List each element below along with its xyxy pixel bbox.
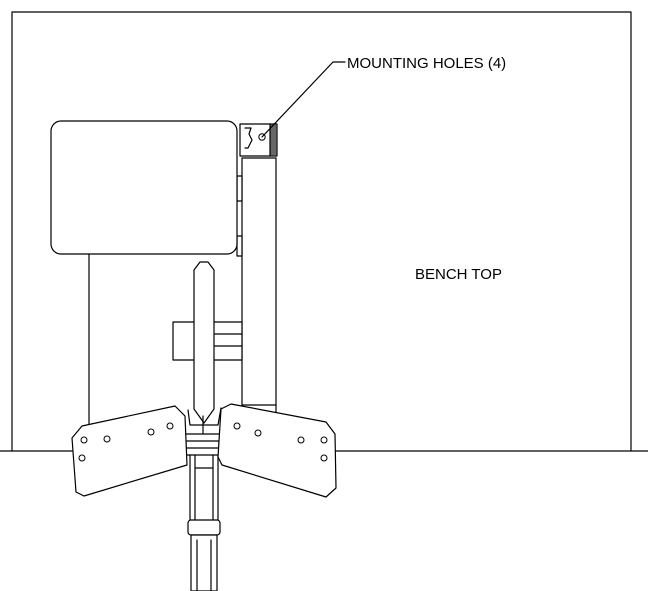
mounting-holes-label: MOUNTING HOLES (4)	[347, 55, 507, 72]
vertical-column	[88, 157, 277, 438]
right-pad	[217, 403, 337, 498]
leader-line	[261, 61, 346, 138]
vertical-roller-pad	[193, 261, 215, 424]
bench-top-outline	[0, 11, 648, 452]
lower-roller	[187, 519, 221, 591]
bench-top-label: BENCH TOP	[415, 266, 502, 283]
left-pad	[71, 405, 188, 497]
mounting-bracket	[239, 123, 278, 157]
seat-pad	[50, 120, 238, 255]
pad-arms	[184, 407, 222, 521]
